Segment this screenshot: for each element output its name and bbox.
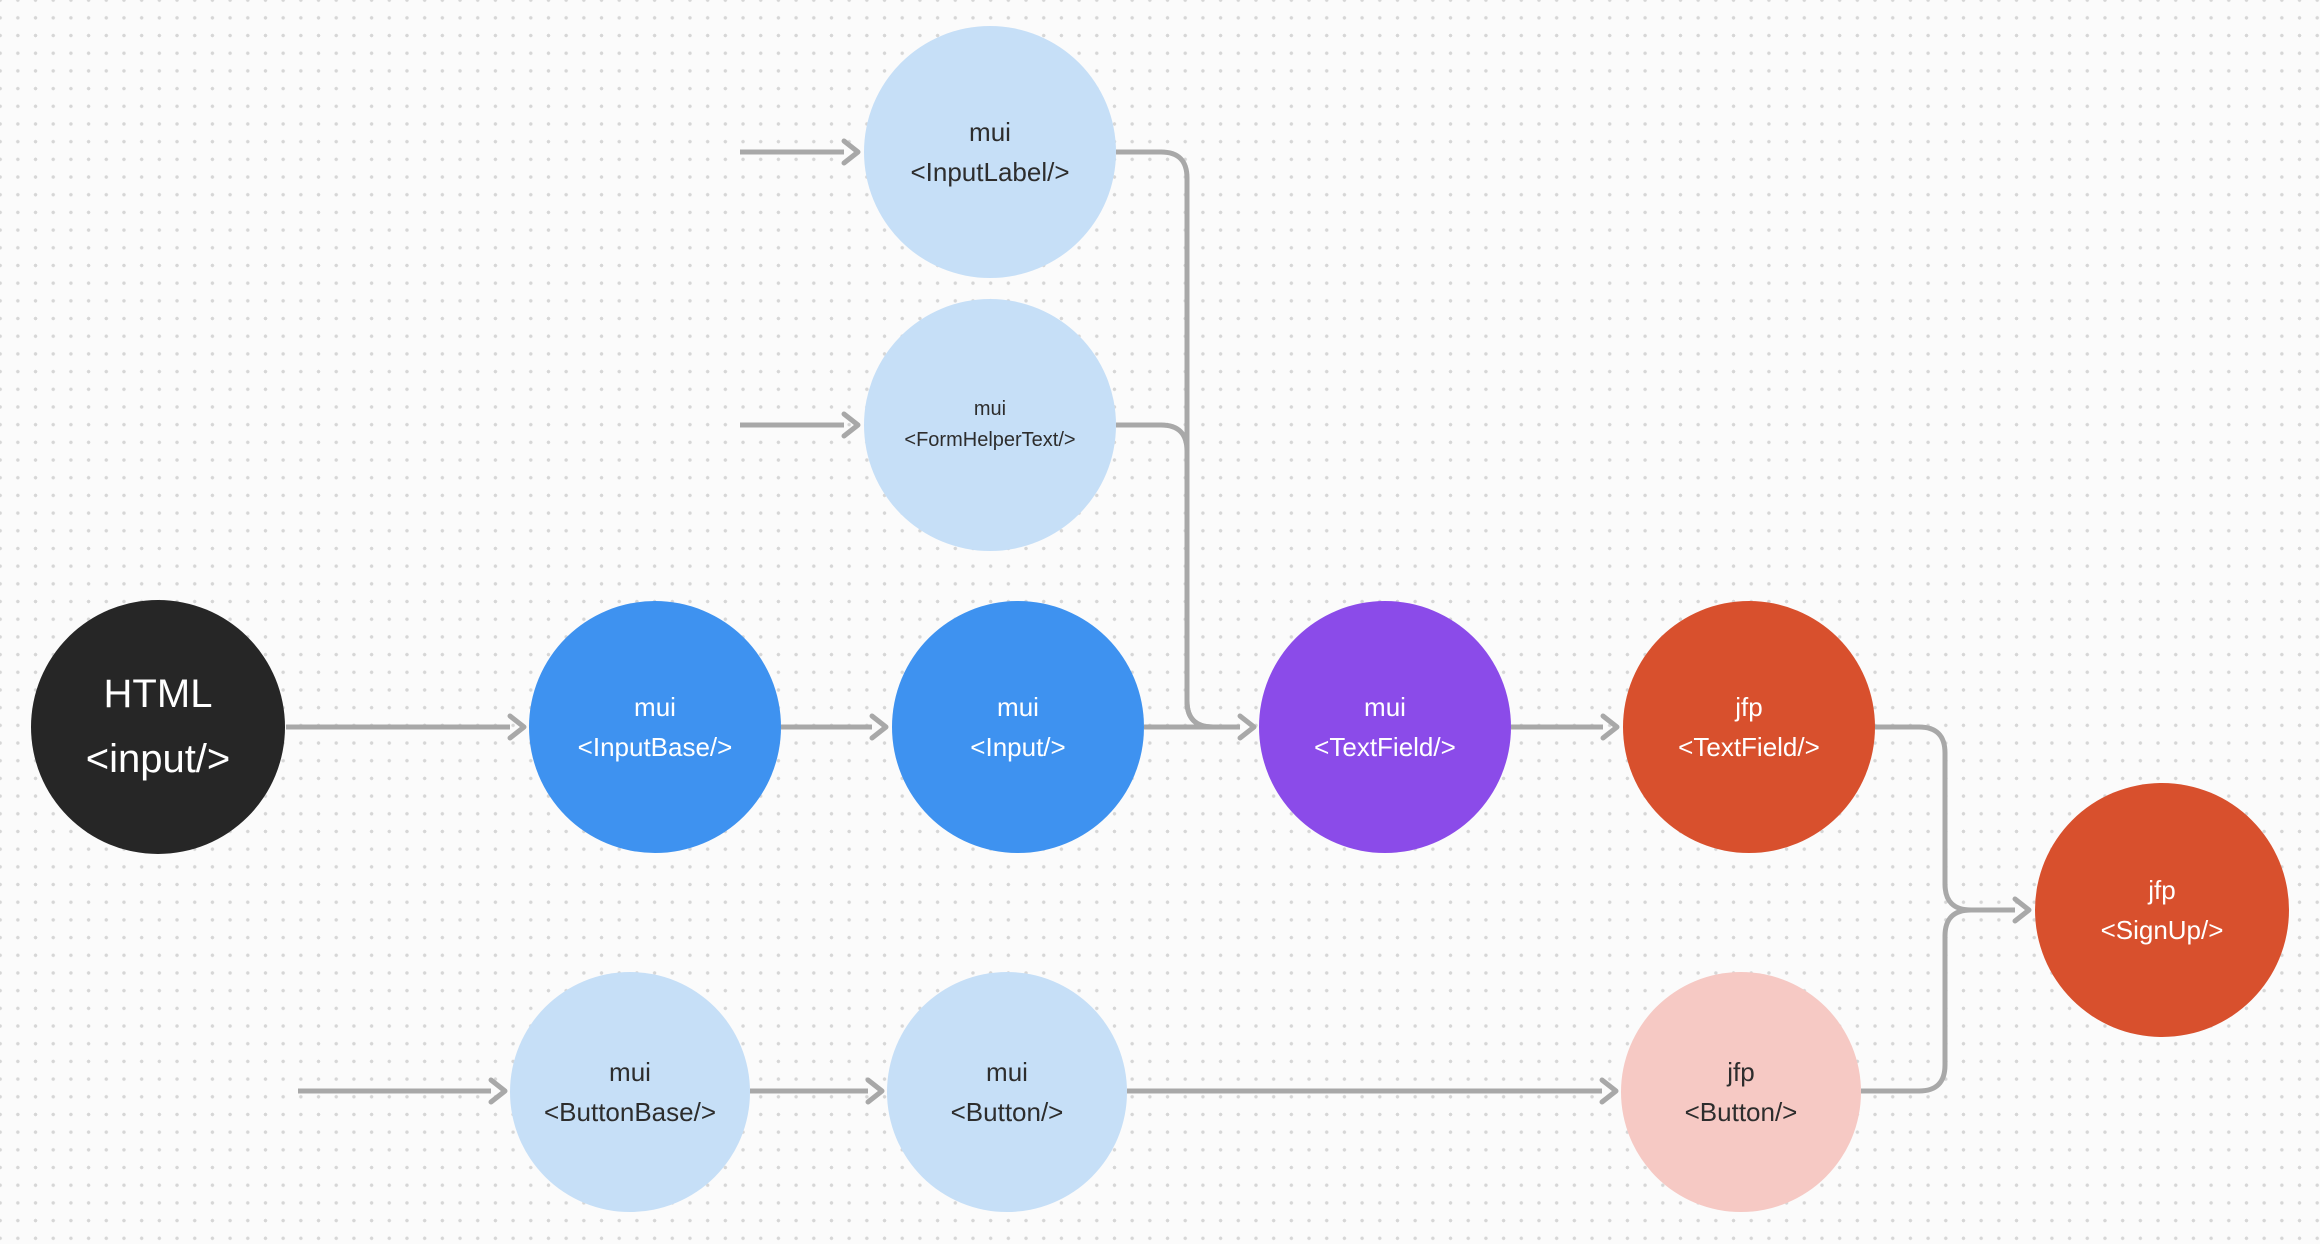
arrowhead-icon-start-to-buttonbase — [488, 1077, 508, 1105]
node-library-label: mui — [997, 691, 1039, 722]
edge-jfp-textfield-to-signup[interactable] — [1875, 724, 2015, 913]
node-component-label: <InputLabel/> — [910, 157, 1070, 187]
arrowhead-icon-inputbase-to-input — [869, 713, 889, 741]
node-library-label: mui — [969, 116, 1011, 147]
node-jfp-textfield[interactable]: jfp <TextField/> — [1623, 601, 1875, 853]
node-library-label: mui — [986, 1056, 1028, 1087]
node-library-label: mui — [634, 691, 676, 722]
edge-inputlabel-join[interactable] — [1116, 149, 1240, 730]
arrowhead-icon-start-to-formhelpertext — [841, 411, 861, 439]
node-library-label: HTML — [103, 672, 213, 717]
node-library-label: mui — [1364, 691, 1406, 722]
node-mui-button[interactable]: mui <Button/> — [887, 972, 1127, 1212]
node-component-label: <input/> — [85, 737, 231, 781]
edge-jfp-button-to-signup[interactable] — [1861, 907, 1972, 1094]
arrowhead-icon-buttonbase-to-button — [865, 1077, 885, 1105]
node-library-label: jfp — [1727, 1056, 1755, 1087]
arrowhead-icon-jfp-textfield-to-signup — [2012, 896, 2032, 924]
node-jfp-button[interactable]: jfp <Button/> — [1621, 972, 1861, 1212]
node-mui-inputbase[interactable]: mui <InputBase/> — [529, 601, 781, 853]
node-mui-formhelpertext[interactable]: mui <FormHelperText/> — [864, 299, 1116, 551]
arrowhead-icon-button-to-jfp-button — [1599, 1077, 1619, 1105]
arrowhead-icon-html-to-inputbase — [507, 713, 527, 741]
node-component-label: <TextField/> — [1678, 732, 1820, 762]
node-component-label: <Button/> — [950, 1097, 1064, 1127]
node-jfp-signup[interactable]: jfp <SignUp/> — [2035, 783, 2289, 1037]
node-mui-textfield[interactable]: mui <TextField/> — [1259, 601, 1511, 853]
node-mui-input[interactable]: mui <Input/> — [892, 601, 1144, 853]
node-component-label: <ButtonBase/> — [543, 1097, 717, 1127]
node-library-label: jfp — [2148, 874, 2176, 905]
node-component-label: <Button/> — [1684, 1097, 1798, 1127]
node-library-label: mui — [973, 398, 1007, 420]
node-component-label: <TextField/> — [1314, 732, 1456, 762]
node-library-label: jfp — [1735, 691, 1763, 722]
node-component-label: <FormHelperText/> — [904, 429, 1076, 451]
edge-formhelpertext-join[interactable] — [1116, 422, 1214, 730]
node-component-label: <InputBase/> — [577, 732, 733, 762]
node-library-label: mui — [609, 1056, 651, 1087]
node-mui-inputlabel[interactable]: mui <InputLabel/> — [864, 26, 1116, 278]
arrowhead-icon-textfield-to-jfp-textfield — [1600, 713, 1620, 741]
node-html-input[interactable]: HTML <input/> — [31, 600, 285, 854]
arrowhead-icon-input-to-textfield — [1237, 713, 1257, 741]
node-component-label: <SignUp/> — [2100, 915, 2224, 945]
node-mui-buttonbase[interactable]: mui <ButtonBase/> — [510, 972, 750, 1212]
arrowhead-icon-start-to-inputlabel — [841, 138, 861, 166]
node-component-label: <Input/> — [970, 732, 1066, 762]
